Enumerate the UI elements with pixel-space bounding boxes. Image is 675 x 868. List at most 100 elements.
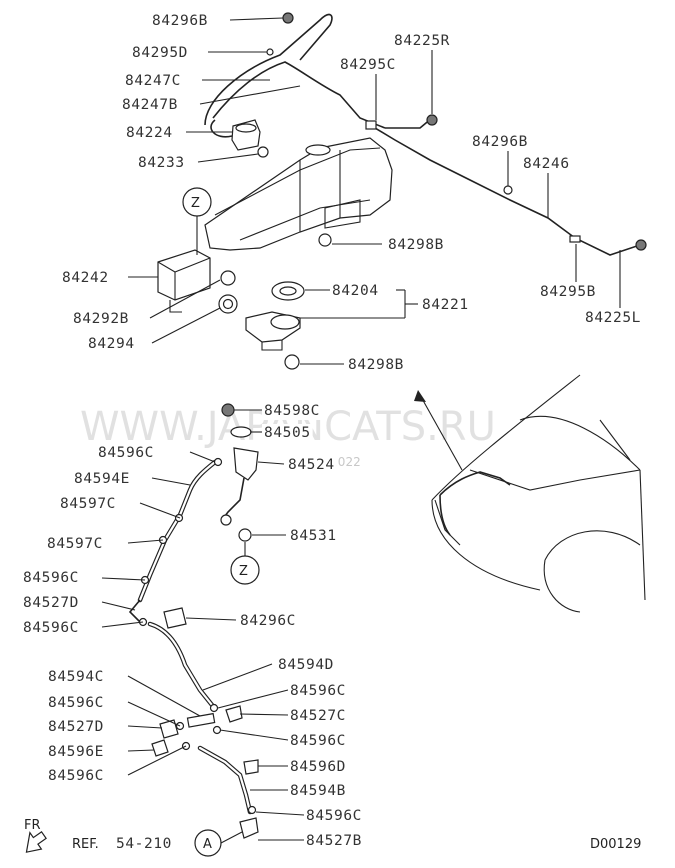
label-background xyxy=(21,619,81,637)
clip-84296B-right xyxy=(503,185,513,195)
part-label: 84298B xyxy=(388,237,444,253)
label-background xyxy=(276,656,336,674)
joint-84295B xyxy=(569,235,581,243)
clip-84596E xyxy=(151,739,169,757)
label-background xyxy=(123,72,183,90)
front-indicator-label: FR xyxy=(24,818,41,833)
filler-neck xyxy=(245,281,305,351)
part-label: 84596C xyxy=(23,570,79,586)
part-label: 84596C xyxy=(290,683,346,699)
part-label: 84242 xyxy=(62,270,109,286)
washer-tank xyxy=(204,137,393,251)
label-background xyxy=(583,309,643,327)
part-label: 84505 xyxy=(264,425,311,441)
label-background xyxy=(120,96,180,114)
joint-84295C xyxy=(365,120,377,130)
label-background xyxy=(72,470,132,488)
label-background xyxy=(304,832,364,850)
part-label: 84247B xyxy=(122,97,178,113)
label-background xyxy=(288,527,339,545)
label-background xyxy=(21,569,81,587)
label-background xyxy=(46,743,106,761)
vehicle-sketch xyxy=(431,374,646,613)
z-marker-top-label: Z xyxy=(191,196,200,211)
label-background xyxy=(130,44,190,62)
part-label: 84596D xyxy=(290,759,346,775)
part-label: 84246 xyxy=(523,156,570,172)
label-background xyxy=(60,269,111,287)
part-label: 84596C xyxy=(306,808,362,824)
part-label: 84596C xyxy=(98,445,154,461)
joint-84527B xyxy=(239,817,259,839)
label-background xyxy=(124,124,175,142)
part-labels: 84296B 84295D 84247C 84247B 84224 84233 … xyxy=(21,12,643,850)
part-label: 84292B xyxy=(73,311,129,327)
label-background xyxy=(521,155,572,173)
part-label: 84225L xyxy=(585,310,641,326)
clip-84596D xyxy=(243,759,259,775)
diagram-code: D00129 xyxy=(590,837,641,852)
nut-84531 xyxy=(238,528,252,542)
part-label: 84295D xyxy=(132,45,188,61)
clip-84296B-top xyxy=(282,12,294,24)
hose-84247B xyxy=(212,61,386,129)
label-background xyxy=(238,612,298,630)
part-label: 84296C xyxy=(240,613,296,629)
part-label: 84527D xyxy=(23,595,79,611)
hose-84247C xyxy=(204,13,333,126)
label-background xyxy=(330,282,381,300)
joint-84527D xyxy=(159,719,179,739)
part-label: 84527C xyxy=(290,708,346,724)
seal-84505 xyxy=(230,426,252,438)
part-label: 84527B xyxy=(306,833,362,849)
part-label: 84204 xyxy=(332,283,379,299)
part-label: 84596C xyxy=(48,768,104,784)
pointer-arrow-line xyxy=(419,394,463,471)
label-background xyxy=(262,402,322,420)
label-background xyxy=(86,335,137,353)
part-label: 84597C xyxy=(47,536,103,552)
part-label: 84294 xyxy=(88,336,135,352)
part-label: 84295B xyxy=(540,284,596,300)
part-label: 84596C xyxy=(290,733,346,749)
joint-84295D xyxy=(266,48,274,56)
label-background xyxy=(58,495,118,513)
part-label: 84596E xyxy=(48,744,104,760)
z-marker-bottom-label: Z xyxy=(239,564,248,579)
label-background xyxy=(346,356,406,374)
washer-pump xyxy=(157,249,211,313)
label-background xyxy=(304,807,364,825)
clip-84296C xyxy=(163,607,187,629)
part-label: 84221 xyxy=(422,297,469,313)
part-label: 84597C xyxy=(60,496,116,512)
label-background xyxy=(114,835,174,853)
nozzle-84225L xyxy=(635,239,647,251)
part-label: 84296B xyxy=(472,134,528,150)
label-background xyxy=(46,694,106,712)
check-valve xyxy=(210,119,261,151)
part-label: 84596C xyxy=(48,695,104,711)
pointer-arrow-head xyxy=(414,390,426,402)
label-background xyxy=(45,535,105,553)
ref-circle-a-label: A xyxy=(203,837,212,852)
part-label: 84594B xyxy=(290,783,346,799)
label-background xyxy=(288,758,348,776)
hose-84594C xyxy=(186,712,216,728)
part-label: 84295C xyxy=(340,57,396,73)
label-background xyxy=(288,707,348,725)
label-background xyxy=(46,668,106,686)
grommet xyxy=(220,270,236,286)
part-label: 84296B xyxy=(152,13,208,29)
label-background xyxy=(420,296,471,314)
ref-number: 54-210 xyxy=(116,836,172,852)
hose-84246 xyxy=(369,124,641,256)
clip-84233 xyxy=(257,146,269,158)
label-background xyxy=(470,133,530,151)
label-background xyxy=(21,594,81,612)
label-background xyxy=(288,682,348,700)
part-label: 84594E xyxy=(74,471,130,487)
part-label: 84598C xyxy=(264,403,320,419)
bolt-a xyxy=(318,233,332,247)
nozzle-84524 xyxy=(220,447,259,526)
